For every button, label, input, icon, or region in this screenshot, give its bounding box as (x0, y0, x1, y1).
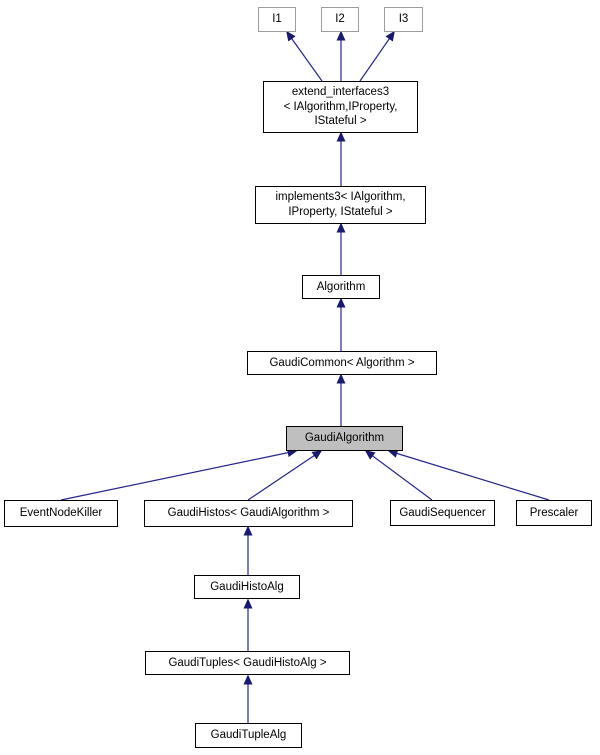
node-i1: I1 (258, 7, 296, 32)
node-i2: I2 (321, 7, 359, 32)
node-gauditupealg[interactable]: GaudiTupleAlg (195, 723, 302, 748)
node-gaudialgorithm-current: GaudiAlgorithm (286, 426, 403, 451)
edge-gaudihistos-to-gaudialgorithm (247, 450, 323, 501)
node-implements3[interactable]: implements3< IAlgorithm, IProperty, ISta… (255, 186, 426, 224)
node-prescaler[interactable]: Prescaler (516, 500, 592, 526)
node-gaudicommon[interactable]: GaudiCommon< Algorithm > (247, 351, 437, 375)
node-algorithm[interactable]: Algorithm (302, 275, 380, 299)
edge-gaudisequencer-to-gaudialgorithm (364, 450, 433, 501)
node-extend-interfaces3[interactable]: extend_interfaces3 < IAlgorithm,IPropert… (263, 81, 418, 133)
node-eventnodekiller[interactable]: EventNodeKiller (4, 500, 118, 527)
node-gaudihistos[interactable]: GaudiHistos< GaudiAlgorithm > (144, 500, 353, 527)
node-gaudihistoalg[interactable]: GaudiHistoAlg (194, 575, 300, 599)
edge-extend-to-i3 (359, 30, 395, 82)
node-gaudituples[interactable]: GaudiTuples< GaudiHistoAlg > (145, 651, 350, 675)
edge-eventnodekiller-to-gaudialgorithm (60, 448, 298, 501)
edge-prescaler-to-gaudialgorithm (387, 449, 550, 501)
node-i3: I3 (384, 7, 423, 32)
edge-extend-to-i1 (286, 30, 323, 82)
node-gaudisequencer[interactable]: GaudiSequencer (390, 500, 495, 526)
